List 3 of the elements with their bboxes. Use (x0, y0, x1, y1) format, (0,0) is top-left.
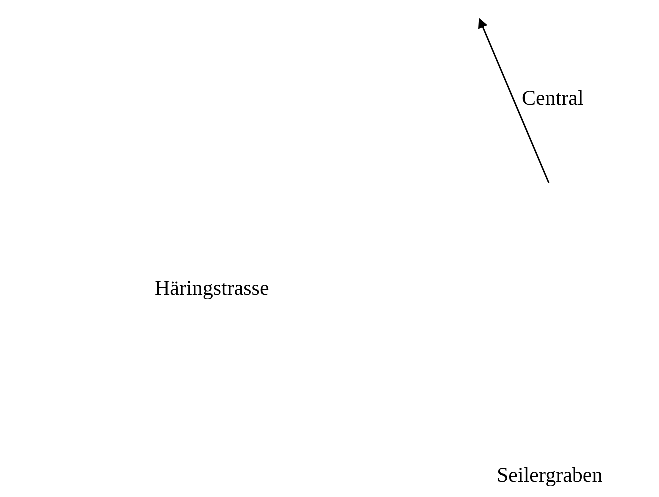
street-label: Häringstrasse (155, 277, 270, 300)
place-label: Central (522, 87, 584, 110)
street-label: Seilergraben (497, 464, 603, 488)
